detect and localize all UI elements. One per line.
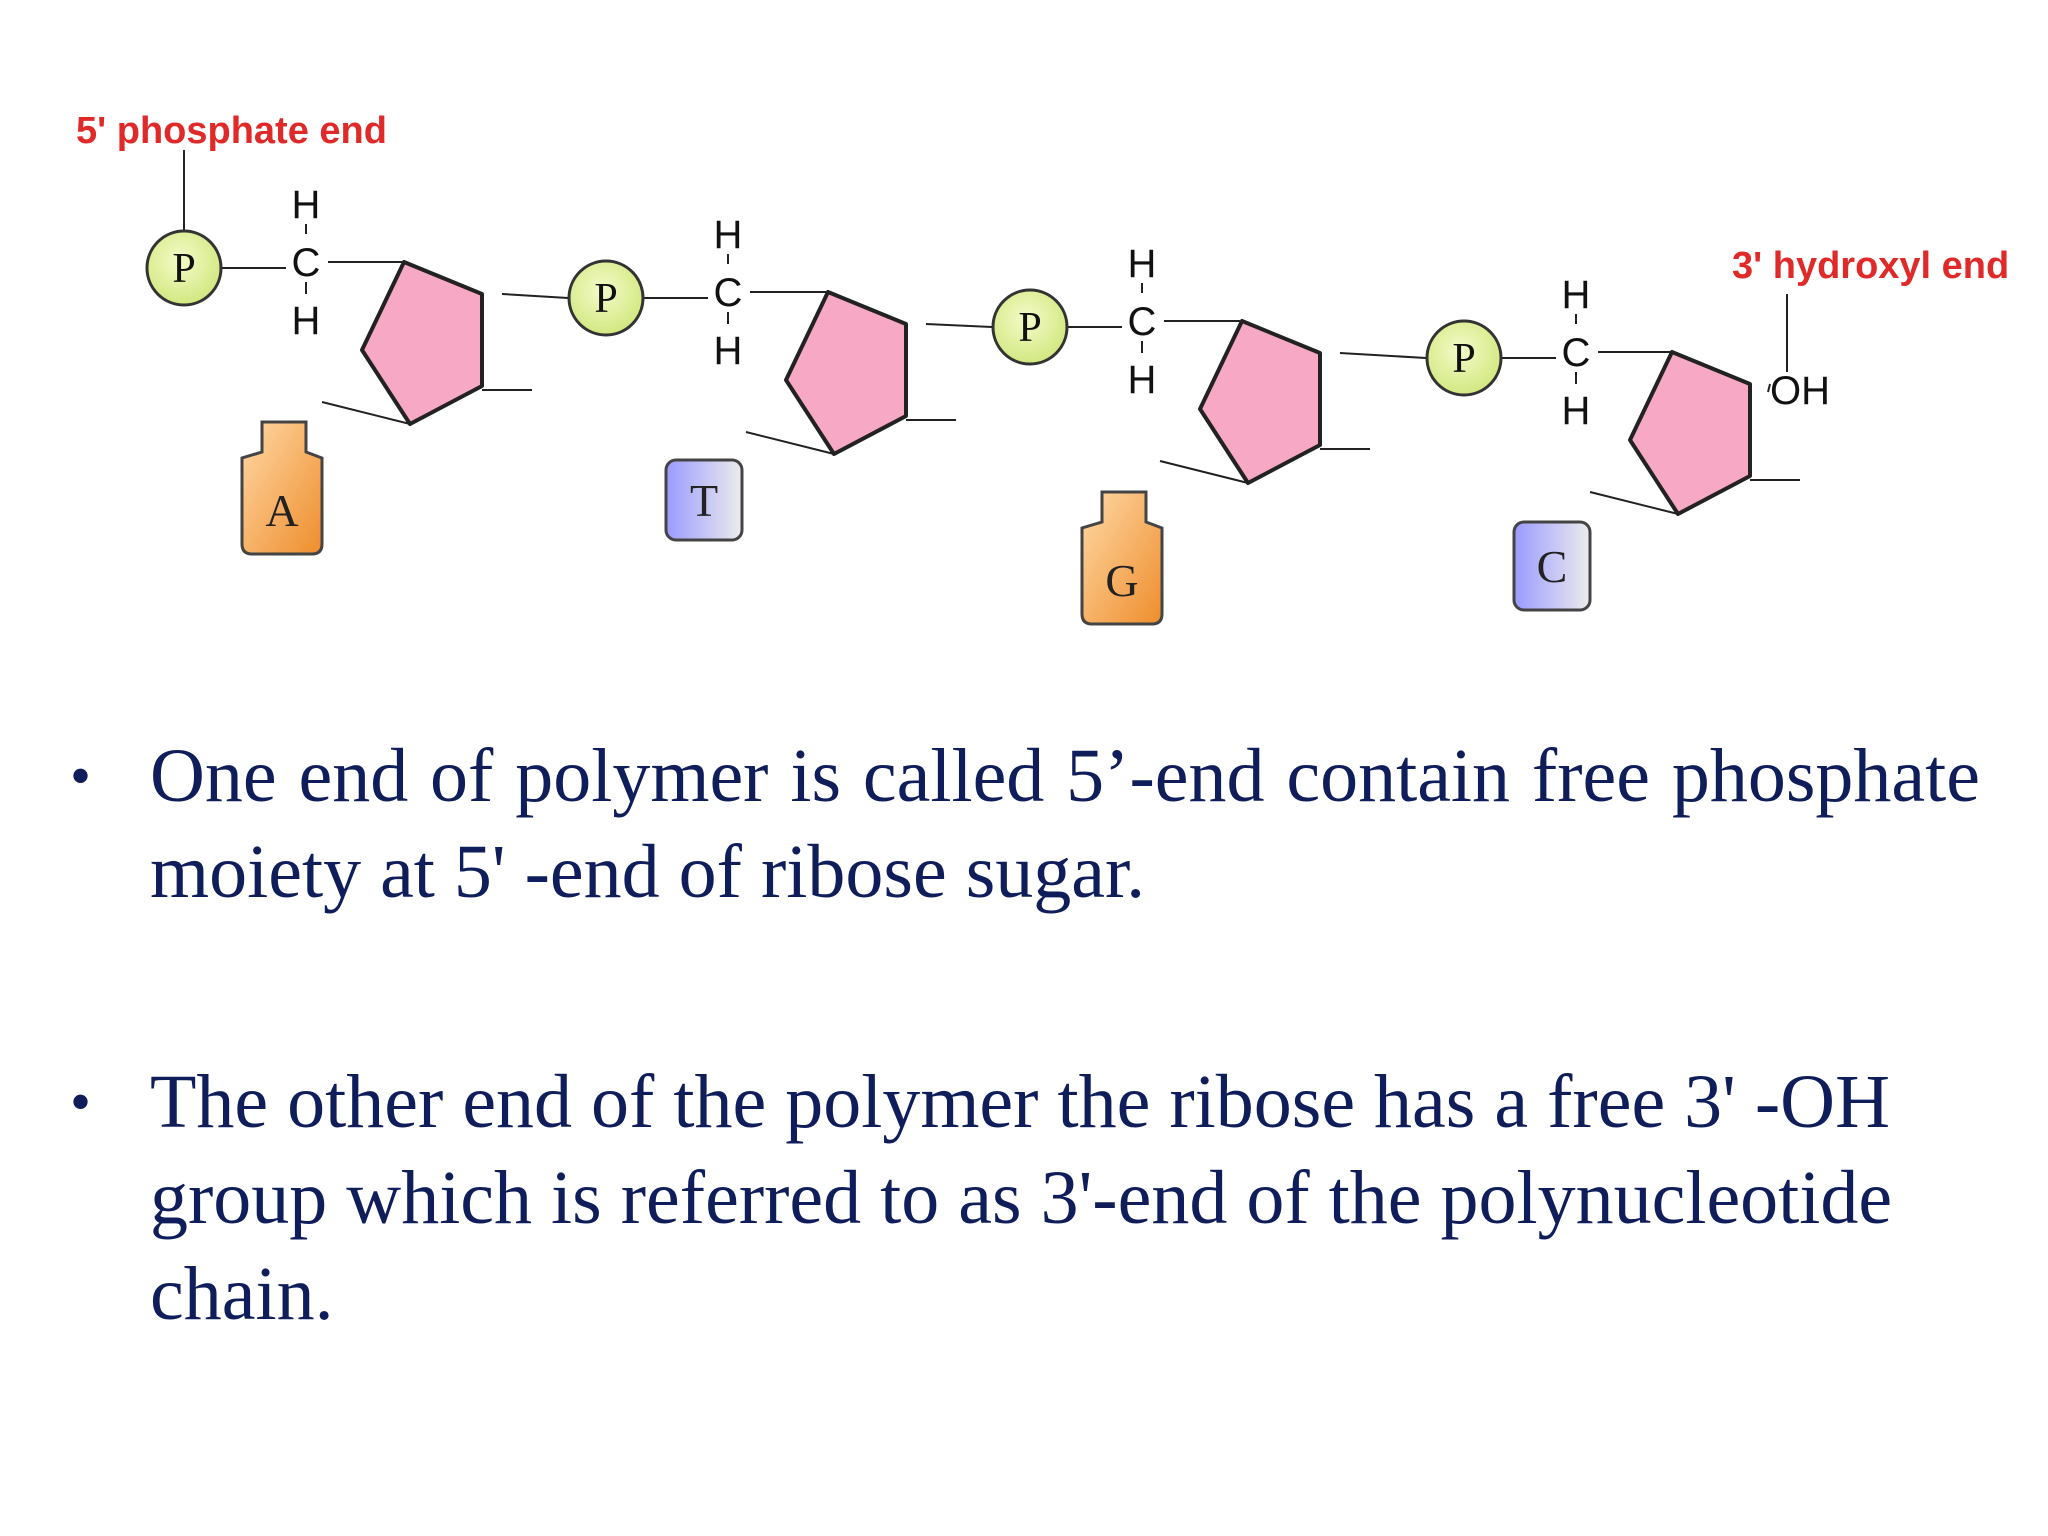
phosphate-label: P bbox=[172, 246, 195, 292]
phosphate-circle bbox=[567, 259, 645, 337]
hydrogen-atom: H bbox=[292, 183, 321, 227]
hydrogen-atom: H bbox=[1562, 273, 1591, 317]
ribose-sugar-pentagon bbox=[360, 260, 484, 426]
hydrogen-atom: H bbox=[714, 213, 743, 257]
bullet-icon: • bbox=[70, 743, 92, 809]
phosphate-label: P bbox=[1018, 305, 1041, 351]
carbon-atom: C bbox=[1128, 300, 1157, 344]
nucleobase-label: C bbox=[1537, 541, 1568, 592]
nucleobase-shape bbox=[1080, 490, 1164, 626]
hydrogen-atom: H bbox=[1128, 242, 1157, 286]
sugar-base-bond bbox=[745, 431, 835, 455]
hydrogen-atom: H bbox=[1562, 389, 1591, 433]
nucleobase-shape bbox=[1512, 520, 1592, 612]
polynucleotide-diagram: 5' phosphate end 3' hydroxyl end OH PHCH… bbox=[76, 110, 2009, 626]
phosphate-label: P bbox=[1452, 336, 1475, 382]
hydroxyl-group: OH bbox=[1770, 369, 1830, 413]
hydrogen-atom: H bbox=[1128, 358, 1157, 402]
bullet-text: The other end of the polymer the ribose … bbox=[150, 1060, 1893, 1336]
backbone-bond bbox=[925, 323, 993, 328]
hydrogen-atom: H bbox=[714, 329, 743, 373]
carbon-atom: C bbox=[1562, 331, 1591, 375]
sugar-base-bond bbox=[1159, 460, 1249, 484]
phosphate-circle bbox=[991, 288, 1069, 366]
bullet-icon: • bbox=[70, 1069, 92, 1135]
nucleobase-label: T bbox=[690, 475, 718, 526]
backbone-bond bbox=[1339, 352, 1427, 359]
backbone-bond bbox=[501, 293, 569, 299]
phosphate-circle bbox=[145, 229, 223, 307]
nucleobase-label: A bbox=[265, 485, 298, 536]
phosphate-circle bbox=[1425, 319, 1503, 397]
hydrogen-atom: H bbox=[292, 299, 321, 343]
carbon-atom: C bbox=[292, 241, 321, 285]
ribose-sugar-pentagon bbox=[1628, 350, 1752, 516]
sugar-base-bond bbox=[321, 401, 411, 425]
nucleobase-shape bbox=[240, 420, 324, 556]
carbon-atom: C bbox=[714, 271, 743, 315]
five-prime-end-label: 5' phosphate end bbox=[76, 110, 387, 152]
ribose-sugar-pentagon bbox=[784, 290, 908, 456]
bullet-item: • The other end of the polymer the ribos… bbox=[70, 1054, 1980, 1342]
sugar-base-bond bbox=[1589, 491, 1679, 515]
bullet-item: • One end of polymer is called 5’-end co… bbox=[70, 728, 1980, 920]
nucleobase-label: G bbox=[1105, 555, 1138, 606]
bullet-text: One end of polymer is called 5’-end cont… bbox=[150, 734, 1980, 914]
bullet-list: • One end of polymer is called 5’-end co… bbox=[70, 728, 1980, 1342]
ribose-sugar-pentagon bbox=[1198, 319, 1322, 485]
phosphate-label: P bbox=[594, 276, 617, 322]
terminal-hydroxyl-bond bbox=[1767, 383, 1771, 393]
three-prime-end-label: 3' hydroxyl end bbox=[1732, 245, 2009, 287]
nucleobase-shape bbox=[664, 458, 744, 542]
